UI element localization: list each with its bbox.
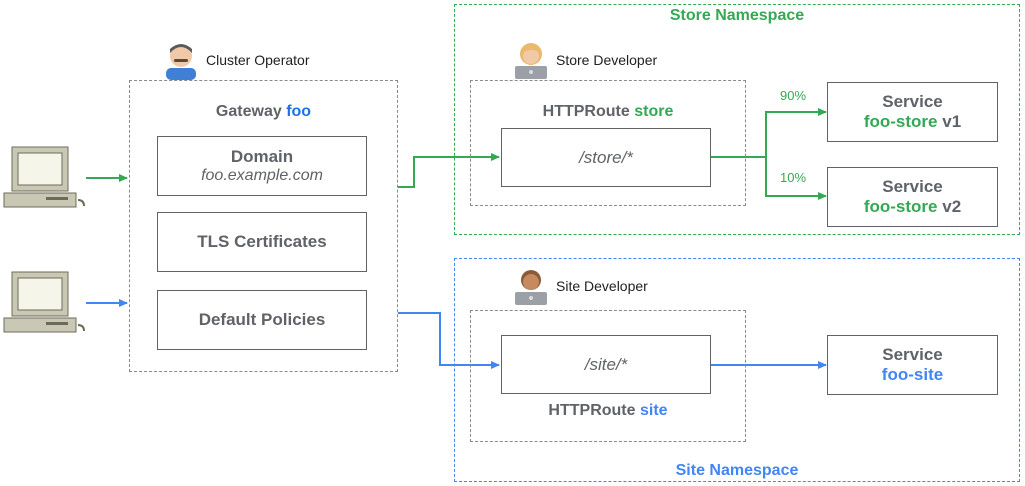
- service-site-label: Service: [882, 345, 943, 364]
- service-foo-store-v2: Service foo-store v2: [827, 167, 998, 227]
- operator-emoji-icon: [166, 44, 196, 80]
- tls-label: TLS Certificates: [197, 232, 327, 251]
- domain-label: Domain: [230, 147, 294, 166]
- store-namespace-title: Store Namespace: [669, 7, 805, 24]
- client-computer-icon: [3, 146, 85, 208]
- store-to-v1-arrow: [765, 108, 827, 157]
- store-developer-label: Store Developer: [556, 52, 658, 68]
- tls-certificates-box: TLS Certificates: [157, 212, 367, 272]
- store-route-name: store: [634, 103, 674, 120]
- gateway-title-name: foo: [286, 103, 312, 120]
- gateway-title-prefix: Gateway: [215, 103, 282, 120]
- store-route-prefix: HTTPRoute: [542, 103, 630, 120]
- domain-box: Domain foo.example.com: [157, 136, 367, 196]
- site-route-prefix: HTTPRoute: [548, 402, 636, 419]
- store-developer-actor: Store Developer: [512, 40, 657, 80]
- v2-weight: 10%: [780, 170, 807, 185]
- site-namespace-container: [454, 258, 1020, 482]
- gateway-to-site-arrow: [398, 312, 500, 369]
- site-developer-label: Site Developer: [556, 278, 648, 294]
- store-route-path-box: /store/*: [501, 128, 711, 187]
- v1-weight: 90%: [780, 88, 807, 103]
- policies-label: Default Policies: [198, 310, 326, 329]
- cluster-operator-label: Cluster Operator: [206, 52, 310, 68]
- store-route-title: HTTPRoute store: [470, 103, 746, 121]
- service-v1-label: Service: [882, 92, 943, 111]
- store-route-container: [470, 80, 746, 206]
- service-v2-name: foo-store: [863, 197, 938, 216]
- service-v2-label: Service: [882, 177, 943, 196]
- cluster-operator-actor: Cluster Operator: [162, 40, 309, 80]
- store-to-v2-arrow: [765, 157, 827, 200]
- store-namespace-container: [454, 4, 1020, 235]
- domain-value: foo.example.com: [201, 167, 323, 184]
- site-route-path-box: /site/*: [501, 335, 711, 394]
- service-foo-site: Service foo-site: [827, 335, 998, 395]
- service-v1-version: v1: [942, 112, 962, 131]
- gateway-container: [129, 80, 398, 372]
- site-route-path: /site/*: [584, 354, 628, 374]
- service-v1-name: foo-store: [863, 112, 938, 131]
- service-site-name: foo-site: [881, 365, 944, 384]
- service-foo-store-v1: Service foo-store v1: [827, 82, 998, 142]
- site-route-name: site: [639, 402, 668, 419]
- gateway-to-store-arrow: [398, 153, 500, 188]
- store-route-path: /store/*: [579, 147, 633, 167]
- site-namespace-title: Site Namespace: [675, 462, 799, 479]
- default-policies-box: Default Policies: [157, 290, 367, 350]
- developer-emoji-icon: [515, 270, 547, 305]
- site-developer-actor: Site Developer: [512, 266, 648, 306]
- service-v2-version: v2: [942, 197, 962, 216]
- developer-emoji-icon: [515, 43, 547, 79]
- site-route-container: [470, 310, 746, 442]
- site-route-title: HTTPRoute site: [470, 402, 746, 420]
- client-computer-icon: [3, 271, 85, 333]
- gateway-title: Gateway foo: [129, 103, 398, 121]
